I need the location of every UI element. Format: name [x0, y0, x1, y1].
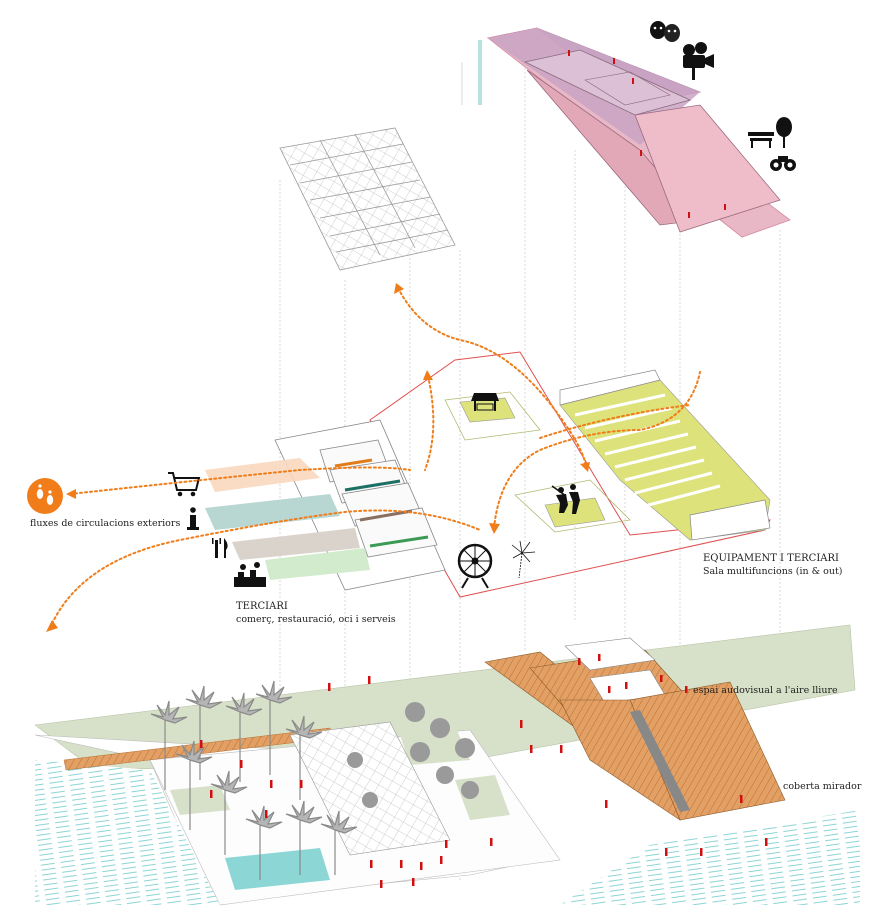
terciari-subtitle: comerç, restauració, oci i serveis	[236, 614, 396, 625]
flows-label: fluxes de circulacions exteriors	[30, 518, 181, 529]
ground-plan	[34, 624, 860, 906]
services-icon	[234, 562, 266, 587]
round-trees	[347, 702, 479, 808]
footprints-icon	[27, 478, 63, 514]
market-stall-icon	[471, 393, 499, 411]
film-camera-icon	[683, 42, 714, 80]
roof-slab	[461, 27, 791, 238]
theater-masks-icon	[650, 21, 680, 42]
palm-trees	[150, 680, 358, 880]
equipament-title: EQUIPAMENT I TERCIARI	[703, 553, 839, 564]
coberta-label: coberta mirador	[783, 781, 862, 792]
fireworks-icon	[511, 540, 536, 579]
circulation-flows	[49, 287, 701, 629]
terciari-title: TERCIARI	[236, 601, 288, 612]
bench-tree-icon	[748, 117, 792, 148]
dancers-icon	[551, 484, 580, 514]
fork-knife-icon	[212, 538, 228, 558]
shopping-cart-icon	[168, 472, 201, 497]
flow-arrowheads	[46, 283, 590, 632]
equipament-subtitle: Sala multifuncions (in & out)	[703, 566, 843, 577]
binoculars-icon	[770, 156, 796, 171]
audiovisual-label: espai audovisual a l'aire lliure	[693, 685, 838, 696]
pergola-roof	[279, 127, 456, 271]
people-figures	[200, 50, 768, 888]
middle-floor	[369, 351, 771, 598]
info-icon	[187, 507, 199, 530]
ferris-wheel-icon	[457, 543, 493, 589]
terciari-building	[205, 419, 446, 591]
